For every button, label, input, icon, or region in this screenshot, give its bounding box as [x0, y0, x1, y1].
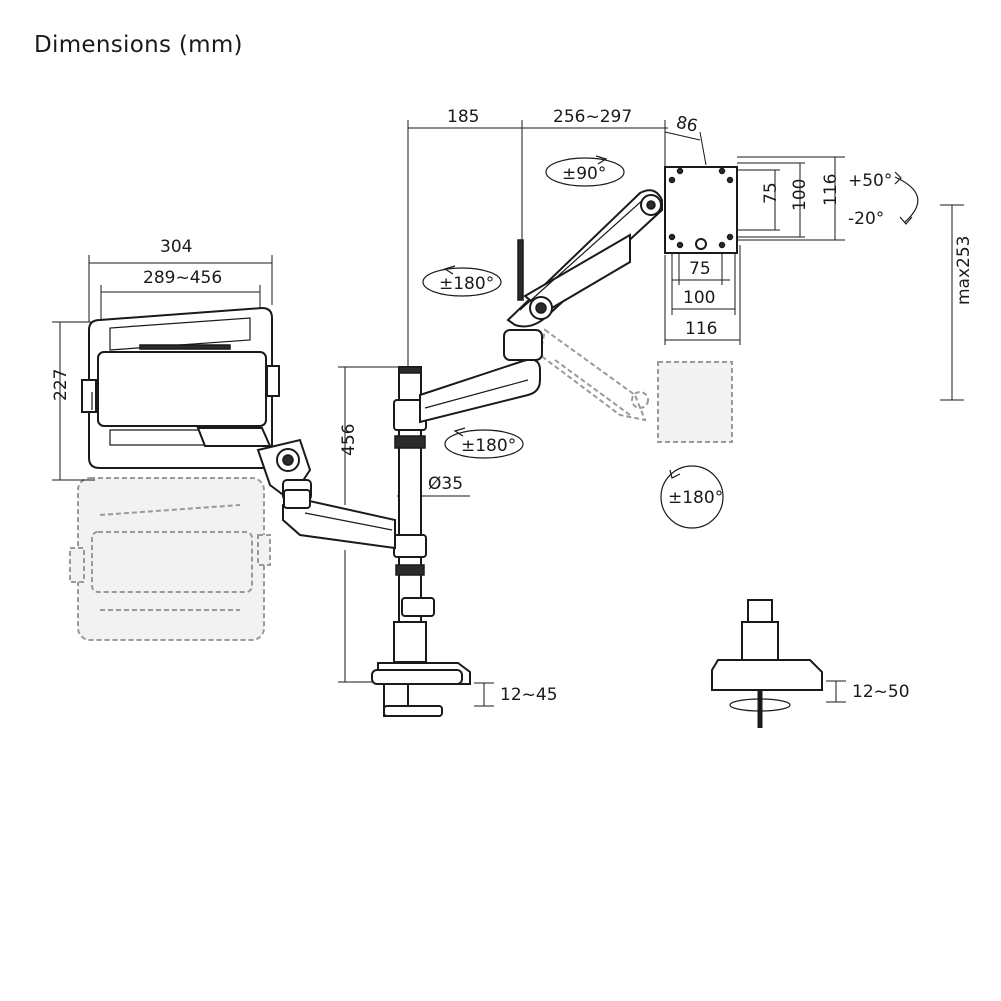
dim-456-label: 456 [339, 424, 359, 456]
rotate-base-joint-label: ±180° [461, 436, 516, 456]
lower-arm [282, 489, 396, 550]
dim-max253-label: max253 [954, 236, 974, 306]
rotate-swivel-top-label: ±90° [562, 164, 606, 184]
dim-227-label: 227 [51, 369, 71, 401]
dim-pole-diameter-label: Ø35 [428, 474, 463, 494]
dim-12-50-label: 12~50 [852, 682, 910, 702]
rotate-arm-joint-label: ±180° [439, 274, 494, 294]
tilt-down-label: -20° [848, 209, 884, 229]
dim-tray-height [52, 321, 95, 481]
rotate-screen-label: ±180° [668, 488, 723, 508]
dim-vesa-75-h-label: 75 [689, 259, 711, 279]
dim-plate-116-v-label: 116 [821, 174, 841, 206]
upper-arm [419, 329, 543, 424]
ghost-monitor-arm [538, 328, 733, 443]
dim-vesa-75-v-label: 75 [761, 182, 781, 204]
dim-86-label: 86 [674, 113, 699, 137]
dim-289-456-label: 289~456 [143, 268, 222, 288]
desk-clamp [371, 662, 471, 717]
laptop-tray [81, 306, 280, 469]
vesa-plate [664, 166, 738, 254]
tray-tilt-joint [256, 438, 312, 502]
dim-vesa-100-v-label: 100 [790, 179, 810, 211]
dim-256-297-label: 256~297 [553, 107, 632, 127]
dim-top-reach [407, 120, 707, 370]
dim-12-45-label: 12~45 [500, 685, 558, 705]
dim-plate-116-h-label: 116 [685, 319, 717, 339]
gas-spring-arm [506, 189, 663, 328]
rotate-base-joint-icon [444, 427, 524, 459]
dim-vesa-100-h-label: 100 [683, 288, 715, 308]
dim-height-adjust [940, 204, 964, 401]
rotate-screen-icon [660, 465, 724, 529]
dim-185-label: 185 [447, 107, 479, 127]
tilt-up-label: +50° [848, 171, 892, 191]
dim-vesa-vertical [737, 156, 845, 241]
rotate-arm-joint-icon [422, 265, 502, 297]
diagram-title: Dimensions (mm) [34, 32, 243, 58]
dim-clamp-thickness [474, 682, 494, 707]
dim-304-label: 304 [160, 237, 192, 257]
support-pole [393, 366, 435, 663]
dim-vesa-horizontal [664, 245, 741, 345]
ghost-laptop-tray [69, 477, 271, 641]
grommet-mount [711, 599, 823, 728]
dim-grommet-thickness [826, 680, 846, 703]
rotate-swivel-top-icon [545, 155, 625, 187]
tilt-icon [894, 171, 919, 225]
